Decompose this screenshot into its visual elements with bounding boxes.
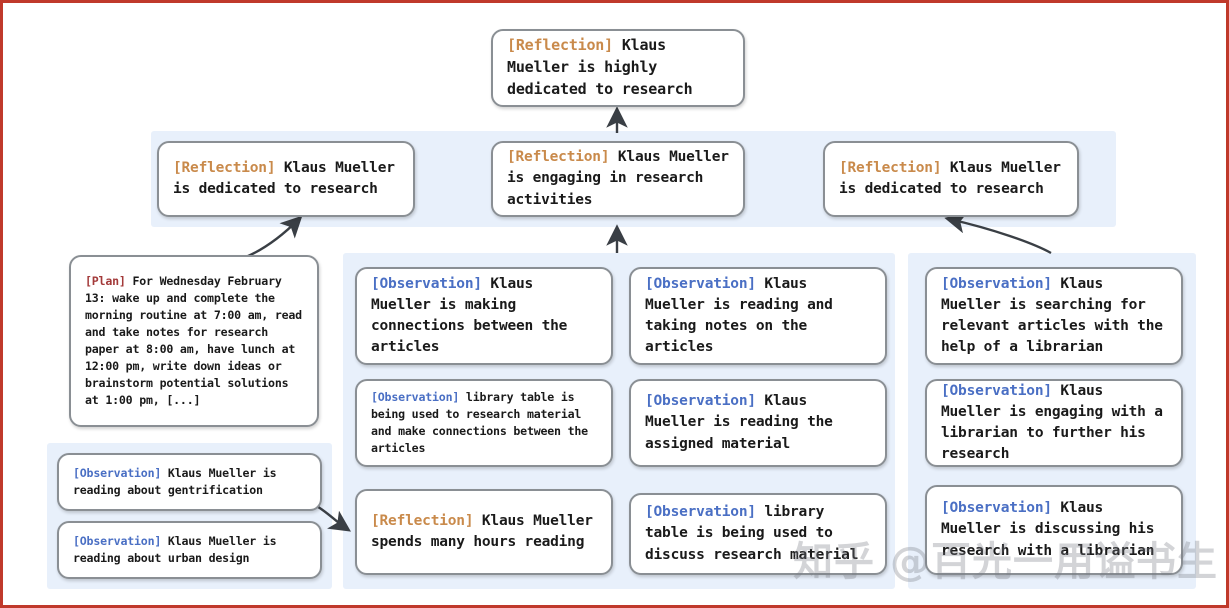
reflection-left-body: Klaus Mueller is dedicated to research bbox=[173, 159, 395, 197]
observation-tag: [Observation] bbox=[371, 390, 460, 405]
observation-searching-articles-body: Klaus Mueller is searching for relevant … bbox=[941, 275, 1163, 356]
observation-discussing-research-text: [Observation] Klaus Mueller is discussin… bbox=[927, 498, 1181, 561]
reflection-tag: [Reflection] bbox=[507, 149, 610, 166]
plan-node-text: [Plan] For Wednesday February 13: wake u… bbox=[71, 273, 317, 408]
watermark: 知乎 @百光一用谥书生 bbox=[793, 539, 1218, 585]
reflection-node-hours-reading[interactable]: [Reflection] Klaus Mueller spends many h… bbox=[355, 489, 613, 575]
observation-tag: [Observation] bbox=[73, 534, 162, 549]
reflection-left-text: [Reflection] Klaus Mueller is dedicated … bbox=[159, 158, 413, 200]
observation-tag: [Observation] bbox=[941, 500, 1052, 517]
reflection-tag: [Reflection] bbox=[507, 36, 613, 55]
observation-gentrification-text: [Observation] Klaus Mueller is reading a… bbox=[59, 465, 320, 499]
observation-node-engaging-librarian[interactable]: [Observation] Klaus Mueller is engaging … bbox=[925, 379, 1183, 467]
observation-tag: [Observation] bbox=[73, 466, 162, 481]
reflection-middle-text: [Reflection] Klaus Mueller is engaging i… bbox=[493, 147, 743, 210]
observation-node-assigned-material[interactable]: [Observation] Klaus Mueller is reading t… bbox=[629, 379, 887, 467]
observation-tag: [Observation] bbox=[645, 275, 756, 292]
observation-reading-taking-notes-text: [Observation] Klaus Mueller is reading a… bbox=[631, 274, 885, 359]
observation-urban-design-text: [Observation] Klaus Mueller is reading a… bbox=[59, 533, 320, 567]
observation-urban-design-body: Klaus Mueller is reading about urban des… bbox=[73, 534, 277, 565]
plan-tag: [Plan] bbox=[85, 274, 126, 289]
reflection-node-middle[interactable]: [Reflection] Klaus Mueller is engaging i… bbox=[491, 141, 745, 217]
reflection-tag: [Reflection] bbox=[839, 159, 942, 176]
observation-assigned-material-body: Klaus Mueller is reading the assigned ma… bbox=[645, 393, 833, 452]
observation-node-library-table-research[interactable]: [Observation] library table is being use… bbox=[355, 379, 613, 467]
reflection-tag: [Reflection] bbox=[371, 512, 474, 529]
observation-node-discuss-research-material[interactable]: [Observation] library table is being use… bbox=[629, 493, 887, 575]
root-reflection-text: [Reflection] Klaus Mueller is highly ded… bbox=[493, 35, 743, 101]
observation-node-gentrification[interactable]: [Observation] Klaus Mueller is reading a… bbox=[57, 453, 322, 511]
reflection-hours-reading-body: Klaus Mueller spends many hours reading bbox=[371, 512, 593, 550]
reflection-tag: [Reflection] bbox=[173, 159, 276, 176]
observation-tag: [Observation] bbox=[941, 275, 1052, 292]
plan-node[interactable]: [Plan] For Wednesday February 13: wake u… bbox=[69, 255, 319, 427]
root-reflection-node[interactable]: [Reflection] Klaus Mueller is highly ded… bbox=[491, 29, 745, 107]
observation-gentrification-body: Klaus Mueller is reading about gentrific… bbox=[73, 466, 277, 497]
observation-node-searching-articles[interactable]: [Observation] Klaus Mueller is searching… bbox=[925, 267, 1183, 365]
observation-tag: [Observation] bbox=[645, 504, 756, 521]
observation-node-discussing-research[interactable]: [Observation] Klaus Mueller is discussin… bbox=[925, 485, 1183, 575]
plan-node-body: For Wednesday February 13: wake up and c… bbox=[85, 274, 302, 407]
observation-assigned-material-text: [Observation] Klaus Mueller is reading t… bbox=[631, 391, 885, 454]
observation-tag: [Observation] bbox=[941, 382, 1052, 399]
reflection-middle-body: Klaus Mueller is engaging in research ac… bbox=[507, 149, 729, 208]
observation-engaging-librarian-body: Klaus Mueller is engaging with a librari… bbox=[941, 382, 1163, 463]
reflection-right-text: [Reflection] Klaus Mueller is dedicated … bbox=[825, 158, 1077, 200]
observation-making-connections-text: [Observation] Klaus Mueller is making co… bbox=[357, 274, 611, 359]
observation-library-table-research-text: [Observation] library table is being use… bbox=[357, 389, 611, 457]
observation-making-connections-body: Klaus Mueller is making connections betw… bbox=[371, 275, 568, 356]
observation-library-table-research-body: library table is being used to research … bbox=[371, 390, 588, 455]
observation-engaging-librarian-text: [Observation] Klaus Mueller is engaging … bbox=[927, 381, 1181, 466]
reflection-right-body: Klaus Mueller is dedicated to research bbox=[839, 159, 1061, 197]
observation-searching-articles-text: [Observation] Klaus Mueller is searching… bbox=[927, 274, 1181, 359]
observation-tag: [Observation] bbox=[645, 393, 756, 410]
observation-tag: [Observation] bbox=[371, 275, 482, 292]
reflection-node-right[interactable]: [Reflection] Klaus Mueller is dedicated … bbox=[823, 141, 1079, 217]
observation-discussing-research-body: Klaus Mueller is discussing his research… bbox=[941, 500, 1155, 559]
root-reflection-body: Klaus Mueller is highly dedicated to res… bbox=[507, 36, 693, 98]
observation-node-making-connections[interactable]: [Observation] Klaus Mueller is making co… bbox=[355, 267, 613, 365]
observation-discuss-research-material-text: [Observation] library table is being use… bbox=[631, 502, 885, 565]
reflection-node-left[interactable]: [Reflection] Klaus Mueller is dedicated … bbox=[157, 141, 415, 217]
observation-node-urban-design[interactable]: [Observation] Klaus Mueller is reading a… bbox=[57, 521, 322, 579]
observation-node-reading-taking-notes[interactable]: [Observation] Klaus Mueller is reading a… bbox=[629, 267, 887, 365]
observation-discuss-research-material-body: library table is being used to discuss r… bbox=[645, 504, 859, 563]
observation-reading-taking-notes-body: Klaus Mueller is reading and taking note… bbox=[645, 275, 833, 356]
reflection-hours-reading-text: [Reflection] Klaus Mueller spends many h… bbox=[357, 511, 611, 553]
